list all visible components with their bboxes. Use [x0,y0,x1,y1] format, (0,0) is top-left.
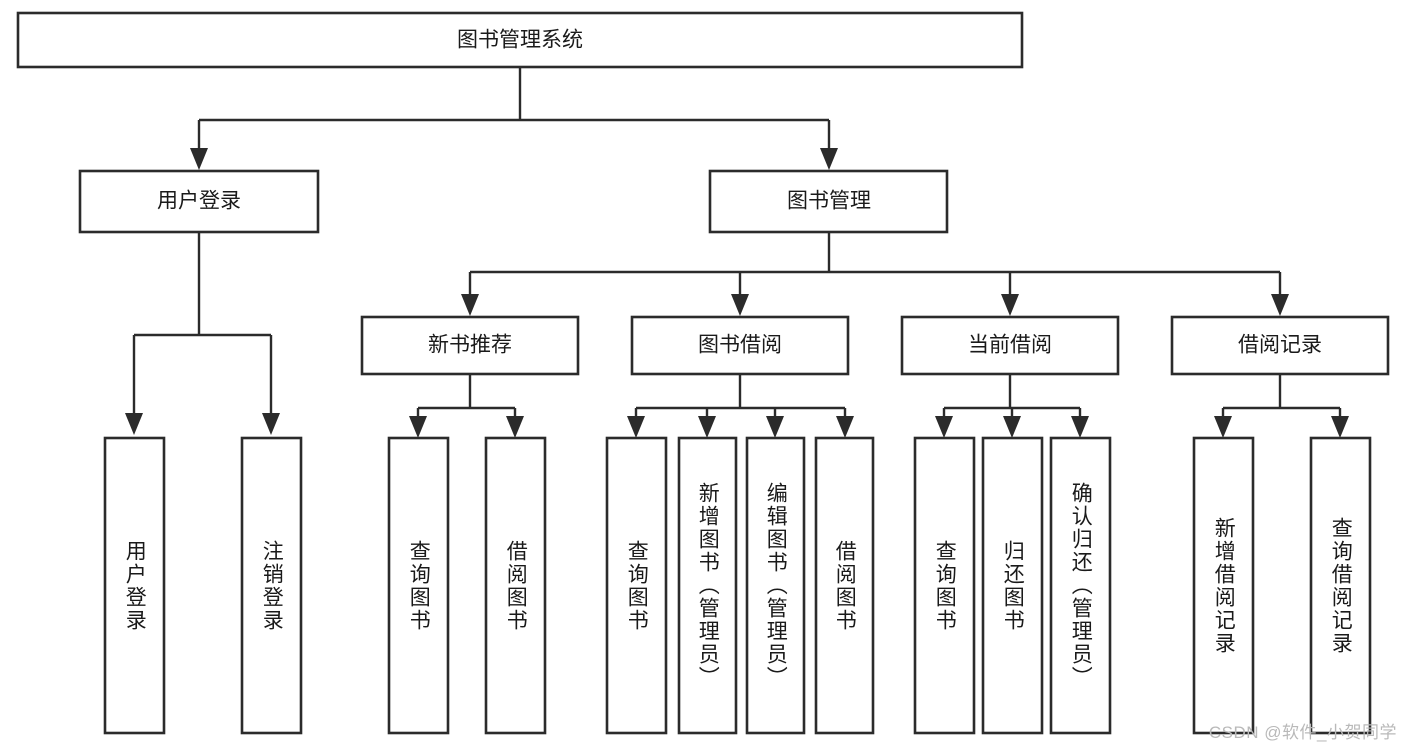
arrow-to-user-login [190,148,208,170]
node-book-borrow-label: 图书借阅 [698,334,782,357]
leaf-box-query-record[interactable] [1309,436,1372,735]
node-book-manage-label: 图书管理 [787,190,871,213]
node-user-login[interactable]: 用户登录 [78,169,320,234]
connector-group-book-manage-children [461,232,1289,316]
arrow-to-leaf-add-book [698,416,716,438]
connector-group-user-login-children [125,232,280,435]
connector-group-root-to-level2 [190,67,838,170]
node-borrow-record-label: 借阅记录 [1238,334,1322,357]
leaf-box-user-login[interactable] [103,436,166,735]
arrow-to-leaf-user-login [125,413,143,435]
node-new-book-recommend-label: 新书推荐 [428,334,512,357]
leaf-box-confirm-return[interactable] [1049,436,1112,735]
leaf-box-add-book[interactable] [677,436,738,735]
node-book-manage[interactable]: 图书管理 [708,169,949,234]
arrow-to-leaf-user-logout [262,413,280,435]
connector-group-current-borrow-children [935,374,1089,438]
connector-group-book-borrow-children [627,374,854,438]
leaf-box-edit-book[interactable] [745,436,806,735]
arrow-to-current-borrow [1001,294,1019,316]
watermark-text: CSDN @软件_小贺同学 [1208,723,1397,742]
node-current-borrow[interactable]: 当前借阅 [900,315,1120,376]
leaf-box-add-record[interactable] [1192,436,1255,735]
node-new-book-recommend[interactable]: 新书推荐 [360,315,580,376]
leaf-box-query-book-1[interactable] [387,436,450,735]
arrow-to-book-manage [820,148,838,170]
arrow-to-leaf-edit-book [766,416,784,438]
connector-group-borrow-record-children [1214,374,1349,438]
node-current-borrow-label: 当前借阅 [968,334,1052,357]
node-root[interactable]: 图书管理系统 [16,11,1024,69]
arrow-to-leaf-return-book [1003,416,1021,438]
arrow-to-leaf-borrow-book-1 [506,416,524,438]
node-book-borrow[interactable]: 图书借阅 [630,315,850,376]
leaf-box-borrow-book-1[interactable] [484,436,547,735]
leaf-box-query-book-3[interactable] [913,436,976,735]
arrow-to-leaf-query-book-3 [935,416,953,438]
arrow-to-borrow-record [1271,294,1289,316]
node-borrow-record[interactable]: 借阅记录 [1170,315,1390,376]
arrow-to-leaf-query-record [1331,416,1349,438]
leaf-box-borrow-book-2[interactable] [814,436,875,735]
arrow-to-leaf-confirm-return [1071,416,1089,438]
leaf-boxes [103,436,1372,735]
arrow-to-leaf-borrow-book-2 [836,416,854,438]
arrow-to-book-borrow [731,294,749,316]
connector-group-new-book-recommend-children [409,374,524,438]
leaf-box-return-book[interactable] [981,436,1044,735]
arrow-to-new-book-recommend [461,294,479,316]
node-root-label: 图书管理系统 [457,29,583,52]
node-user-login-label: 用户登录 [157,190,241,213]
leaf-box-user-logout[interactable] [240,436,303,735]
leaf-box-query-book-2[interactable] [605,436,668,735]
arrow-to-leaf-add-record [1214,416,1232,438]
arrow-to-leaf-query-book-1 [409,416,427,438]
arrow-to-leaf-query-book-2 [627,416,645,438]
